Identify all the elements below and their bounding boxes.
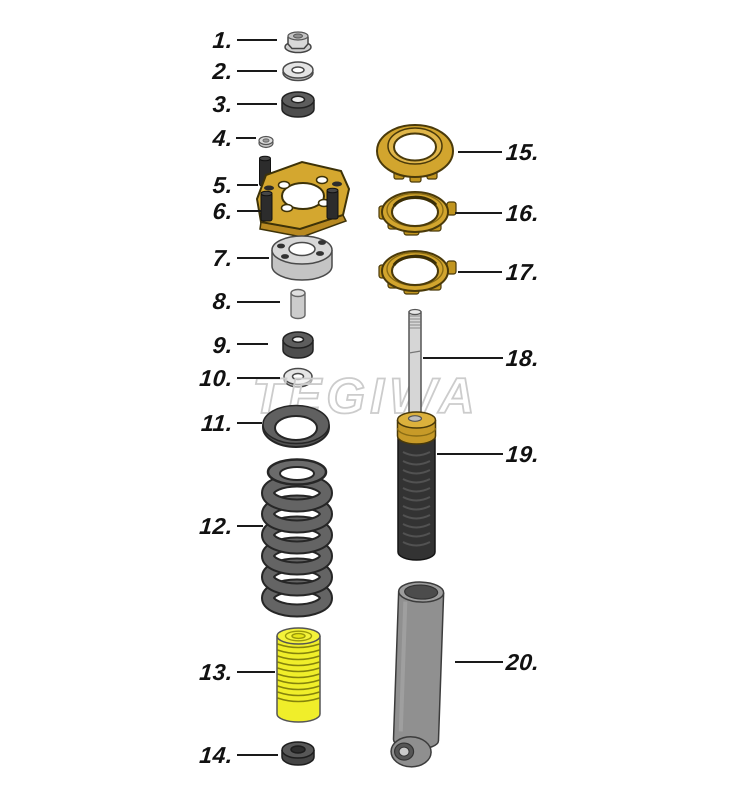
part-label-2: 2. (211, 58, 235, 84)
leader-line-19 (437, 453, 503, 455)
part-16-lock-ring-icon (378, 191, 457, 236)
leader-line-16 (455, 212, 502, 214)
part-label-1: 1. (211, 27, 235, 53)
part-label-16: 16. (504, 200, 541, 226)
part-8-spacer-icon (290, 288, 306, 320)
part-label-20: 20. (504, 649, 541, 675)
part-label-18: 18. (504, 345, 541, 371)
leader-line-15 (458, 151, 502, 153)
part-label-7: 7. (211, 245, 235, 271)
part-3-bushing-icon (281, 91, 315, 118)
leader-line-12 (237, 525, 263, 527)
part-label-12: 12. (198, 513, 235, 539)
part-15-spring-seat-icon (376, 124, 454, 183)
part-6-studs-icon (260, 187, 339, 222)
leader-line-2 (237, 70, 277, 72)
part-12-coil-spring-icon (261, 458, 333, 618)
part-label-8: 8. (211, 288, 235, 314)
leader-line-7 (237, 257, 269, 259)
leader-line-1 (237, 39, 277, 41)
part-14-grommet-icon (281, 741, 315, 766)
leader-line-9 (237, 343, 268, 345)
part-2-washer-icon (282, 61, 314, 82)
part-label-14: 14. (198, 742, 235, 768)
part-5-top-mount-plate-icon (255, 155, 351, 238)
part-label-15: 15. (504, 139, 541, 165)
leader-line-10 (237, 377, 280, 379)
part-label-3: 3. (211, 91, 235, 117)
part-19-damper-cartridge-icon (396, 411, 437, 561)
part-label-19: 19. (504, 441, 541, 467)
part-1-lock-nut-icon (284, 31, 312, 54)
part-label-6: 6. (211, 198, 235, 224)
leader-line-13 (237, 671, 275, 673)
part-17-lock-ring-icon (378, 250, 457, 295)
leader-line-5 (237, 184, 258, 186)
part-9-bushing-icon (282, 331, 314, 359)
leader-line-14 (237, 754, 278, 756)
leader-line-8 (237, 301, 280, 303)
part-18-piston-rod-icon (408, 308, 422, 427)
part-10-washer-icon (283, 367, 313, 388)
part-label-9: 9. (211, 332, 235, 358)
part-13-bump-stop-icon (276, 627, 321, 723)
leader-line-4 (236, 137, 256, 139)
part-20-shock-sleeve-icon (390, 581, 445, 768)
leader-line-6 (237, 210, 261, 212)
leader-line-18 (423, 357, 503, 359)
leader-line-20 (455, 661, 503, 663)
part-label-17: 17. (504, 259, 541, 285)
leader-line-11 (237, 422, 262, 424)
part-label-10: 10. (198, 365, 235, 391)
leader-line-3 (237, 103, 277, 105)
part-label-11: 11. (200, 410, 235, 436)
part-label-13: 13. (198, 659, 235, 685)
part-7-bearing-collar-icon (271, 235, 333, 281)
part-4-small-nut-icon (258, 135, 274, 149)
part-label-5: 5. (211, 172, 235, 198)
part-11-spring-seat-ring-icon (262, 404, 330, 448)
leader-line-17 (458, 271, 502, 273)
part-label-4: 4. (211, 125, 235, 151)
